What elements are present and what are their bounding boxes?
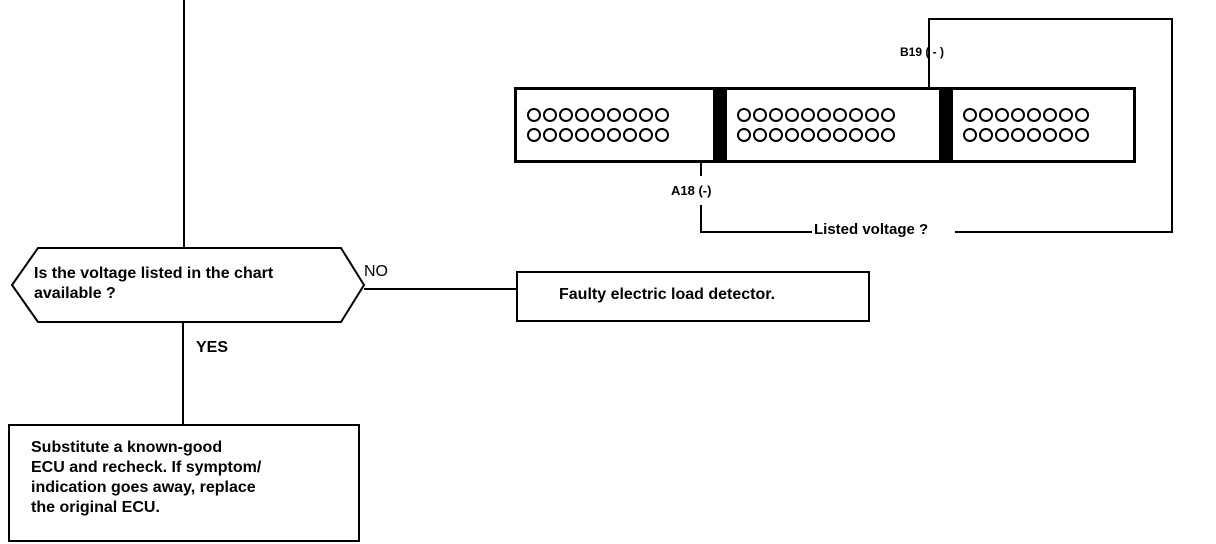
pin: [1027, 128, 1041, 142]
pin: [753, 108, 767, 122]
pin-row: [727, 108, 939, 122]
pin: [769, 108, 783, 122]
pin: [575, 108, 589, 122]
pin: [591, 108, 605, 122]
pin: [963, 108, 977, 122]
result-no-box: Faulty electric load detector.: [516, 271, 870, 322]
pin: [737, 108, 751, 122]
pin: [865, 108, 879, 122]
decision-shape: [10, 247, 366, 323]
pin: [1075, 128, 1089, 142]
pin: [817, 128, 831, 142]
result-no-text: Faulty electric load detector.: [559, 286, 776, 303]
pin: [559, 128, 573, 142]
pin: [607, 108, 621, 122]
pin: [639, 108, 653, 122]
pin: [527, 108, 541, 122]
pin: [801, 108, 815, 122]
decision-text: Is the voltage listed in the chart avail…: [34, 265, 274, 302]
pin: [623, 128, 637, 142]
connector-divider: [939, 90, 953, 160]
pin: [833, 108, 847, 122]
pin: [527, 128, 541, 142]
pin: [785, 128, 799, 142]
pin-row: [517, 108, 713, 122]
pin: [639, 128, 653, 142]
pin: [801, 128, 815, 142]
probe-wire-b19: [928, 18, 1173, 233]
pin: [881, 128, 895, 142]
yes-label: YES: [196, 339, 229, 356]
pin: [995, 128, 1009, 142]
connector-block-c: [953, 90, 1133, 160]
pin: [1043, 128, 1057, 142]
terminal-label-b19: B19 ( - ): [900, 45, 945, 59]
connector-block-b: [727, 90, 939, 160]
pin: [1075, 108, 1089, 122]
result-yes-text: Substitute a known-good ECU and recheck.…: [31, 439, 262, 516]
probe-wire-a18-lower: [700, 205, 812, 233]
pin: [865, 128, 879, 142]
no-label: NO: [364, 263, 388, 280]
pin: [1043, 108, 1057, 122]
pin: [979, 108, 993, 122]
pin: [849, 128, 863, 142]
pin: [655, 108, 669, 122]
pin-row: [517, 128, 713, 142]
pin: [591, 128, 605, 142]
pin: [1059, 128, 1073, 142]
pin: [753, 128, 767, 142]
pin: [849, 108, 863, 122]
result-yes-box: Substitute a known-good ECU and recheck.…: [8, 424, 360, 542]
pin: [575, 128, 589, 142]
pin: [607, 128, 621, 142]
pin-row: [953, 108, 1133, 122]
pin: [559, 108, 573, 122]
pin-b19: [881, 108, 895, 122]
connector-divider: [713, 90, 727, 160]
pin: [817, 108, 831, 122]
ecu-connector: [514, 87, 1136, 163]
pin: [995, 108, 1009, 122]
pin-row: [727, 128, 939, 142]
pin: [543, 108, 557, 122]
pin: [1011, 128, 1025, 142]
pin: [1059, 108, 1073, 122]
pin-a18: [655, 128, 669, 142]
pin: [1027, 108, 1041, 122]
measurement-label: Listed voltage ?: [814, 221, 929, 238]
pin: [979, 128, 993, 142]
pin: [737, 128, 751, 142]
pin: [769, 128, 783, 142]
pin: [1011, 108, 1025, 122]
pin: [623, 108, 637, 122]
pin-row: [953, 128, 1133, 142]
pin: [963, 128, 977, 142]
connector-block-a: [517, 90, 713, 160]
pin: [833, 128, 847, 142]
terminal-label-a18: A18 (-): [671, 183, 712, 198]
pin: [543, 128, 557, 142]
pin: [785, 108, 799, 122]
